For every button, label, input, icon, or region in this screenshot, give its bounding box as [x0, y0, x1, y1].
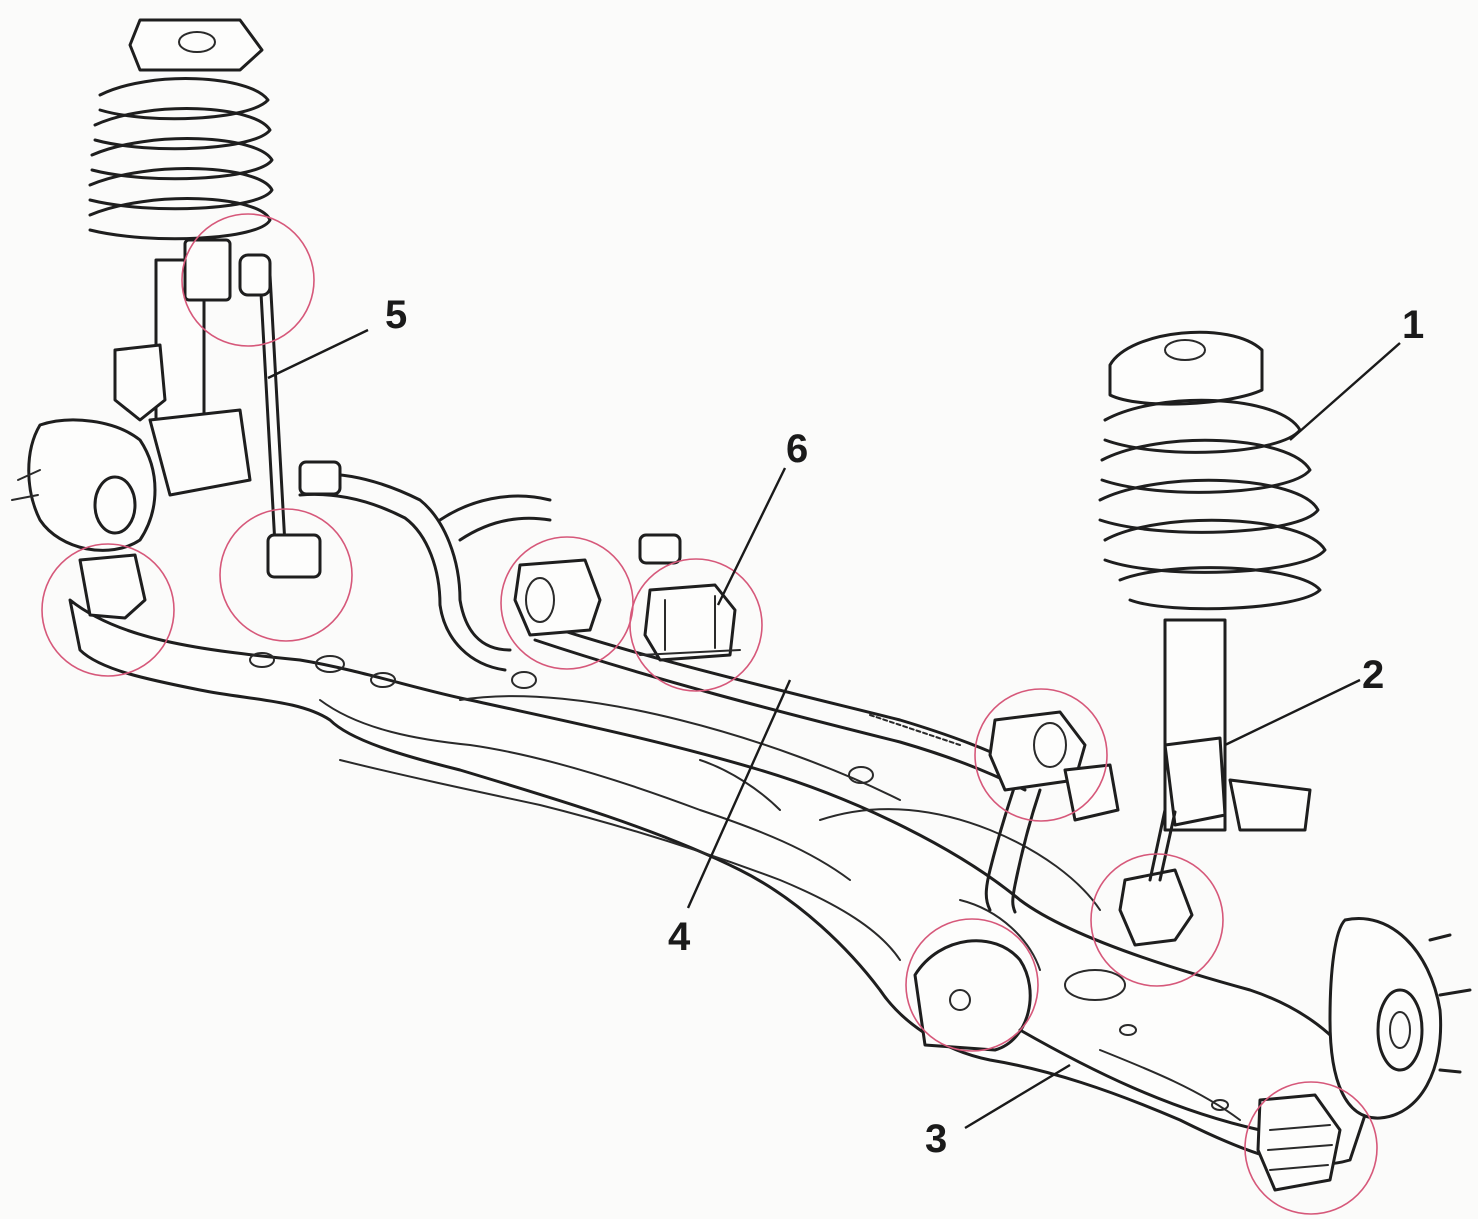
stabilizer-link-5: [238, 253, 322, 579]
highlight-circle-arm-bushing: [905, 918, 1039, 1052]
highlight-circle-lower-link-left: [219, 508, 353, 642]
leader-line-2: [1224, 678, 1361, 747]
leader-line-4: [686, 679, 792, 909]
leader-line-1: [1289, 342, 1401, 441]
highlight-circles: [41, 213, 1378, 1215]
callout-5: 5: [385, 293, 407, 337]
right-strut-assembly: [1098, 330, 1327, 832]
highlight-circle-bushing-right: [974, 688, 1108, 822]
highlight-circle-left-balljoint: [41, 543, 175, 677]
callout-3: 3: [925, 1117, 947, 1161]
highlight-circle-bushing-6: [629, 558, 763, 692]
stabilizer-bushing-left: [513, 558, 602, 637]
leader-line-5: [267, 328, 369, 380]
right-knuckle-hub: [1328, 917, 1472, 1120]
highlight-circle-upper-link: [181, 213, 315, 347]
callout-1: 1: [1402, 303, 1424, 347]
highlight-circle-right-link: [1090, 853, 1224, 987]
stabilizer-bushing-6: [638, 533, 741, 662]
callout-4: 4: [668, 915, 691, 959]
leader-line-6: [716, 467, 787, 606]
callout-2: 2: [1362, 653, 1384, 697]
right-stabilizer-link: [1063, 763, 1194, 947]
highlight-circle-right-balljoint: [1244, 1081, 1378, 1215]
leader-line-3: [964, 1063, 1071, 1130]
callout-6: 6: [786, 427, 808, 471]
left-strut-assembly: [11, 18, 274, 620]
lower-control-arm-3: [913, 939, 1342, 1192]
callout-labels: 1 2 3 4 5 6: [385, 293, 1424, 1161]
leader-lines: [267, 328, 1401, 1130]
